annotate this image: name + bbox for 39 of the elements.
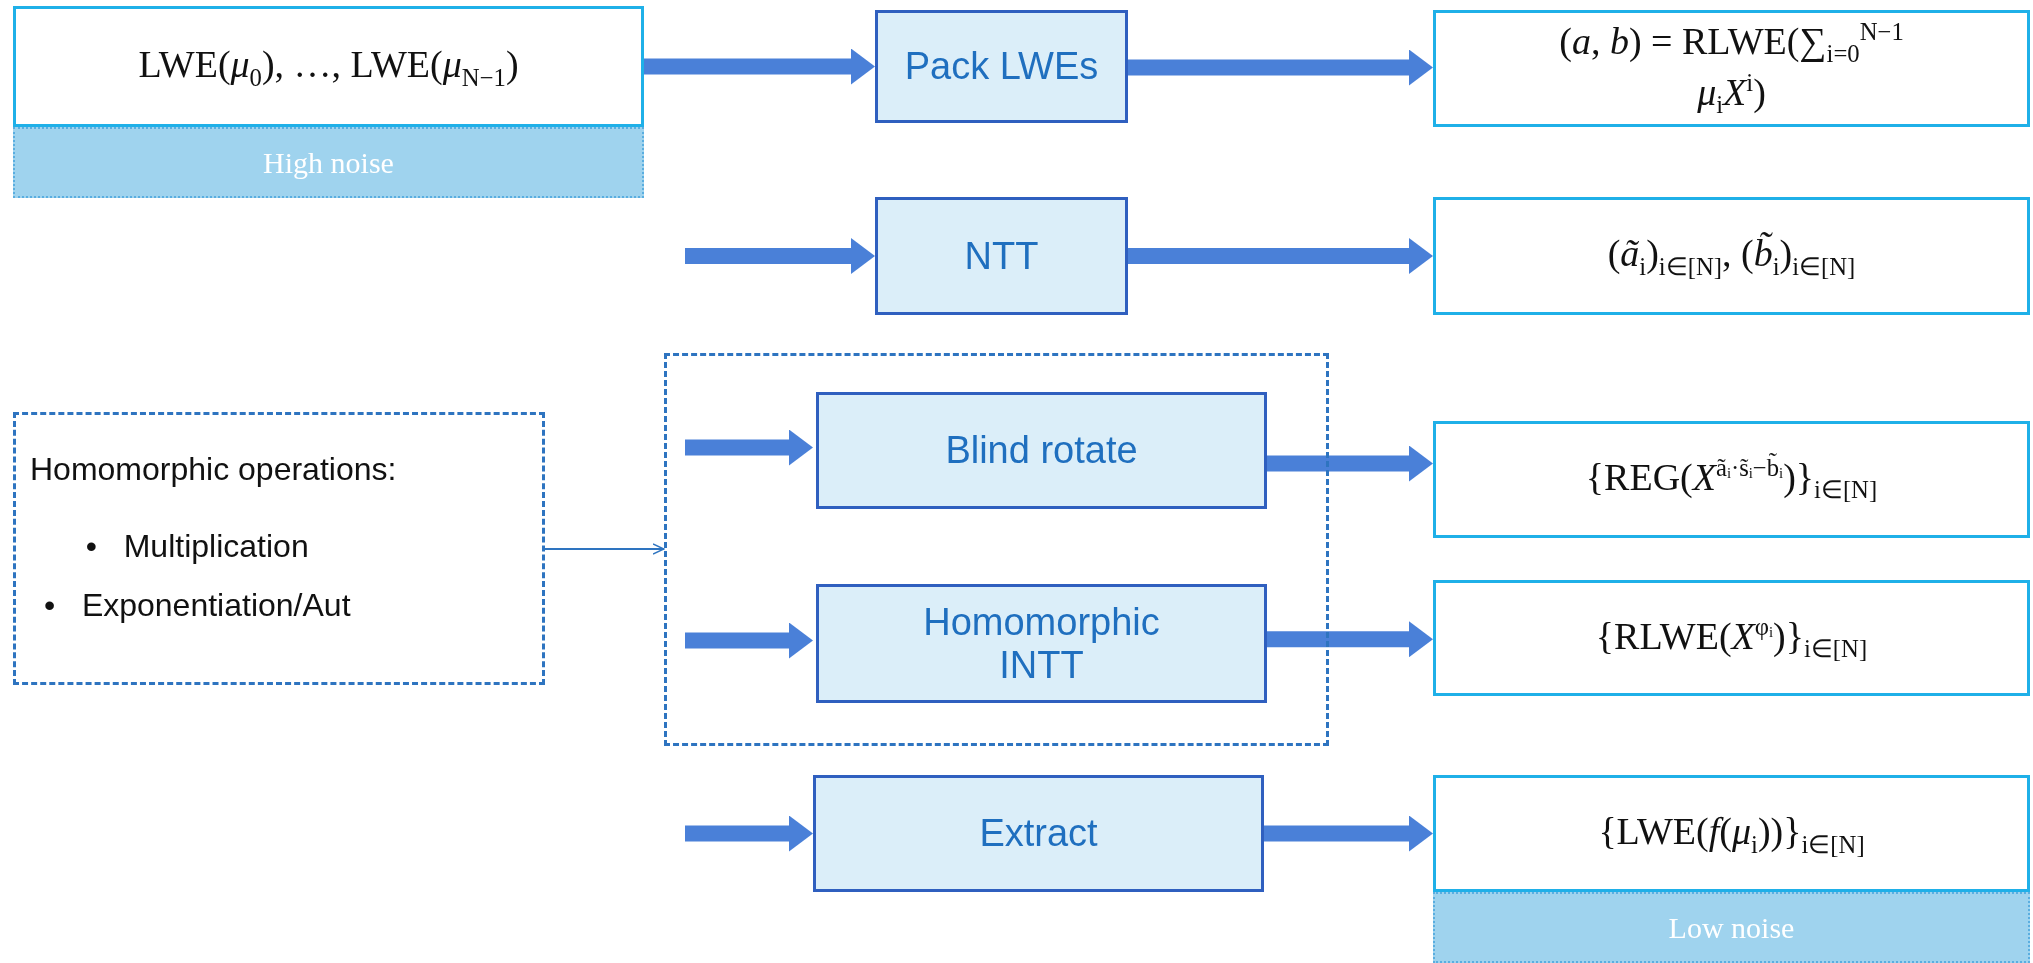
process-box [813,775,1264,892]
process-label: NTT [964,234,1039,278]
output-box [1433,580,2030,696]
formula-text: {LWE(f(μ$_{i}$))}$_{i∈[N]}$ [1598,808,1865,859]
arrow [544,543,665,555]
note-box [13,412,545,685]
noise-band [13,127,644,198]
process-label: Blind rotate [945,429,1138,472]
output-box [1433,775,2030,892]
formula-text: (ã$_{i}$)$_{i∈[N]}$, (b̃$_{i}$)$_{i∈[N]}$ [1607,231,1856,281]
process-box [816,392,1267,509]
arrow [1128,238,1433,274]
output-box [1433,421,2030,538]
list-item: • Multiplication [84,528,310,565]
process-label: Homomorphic INTT [922,600,1161,687]
arrow [685,622,813,659]
process-box [875,197,1128,315]
formula-text: {RLWE(X$^{φᵢ}$)}$_{i∈[N]}$ [1595,612,1868,664]
arrow [685,429,813,466]
dashed-group-box [664,353,1329,746]
arrow [1264,815,1433,852]
arrow [685,238,875,274]
band-label: High noise [263,145,394,180]
arrow [1128,49,1433,86]
formula-text: {REG(X$^{ãᵢ·s̃ᵢ−b̃ᵢ}$)}$_{i∈[N]}$ [1585,454,1878,505]
output-box [1433,10,2030,127]
process-label: Extract [979,812,1098,855]
process-box [875,10,1128,123]
arrow [644,48,875,85]
band-label: Low noise [1668,910,1795,945]
heading-text: Homomorphic operations: [30,451,397,488]
arrow [685,815,813,852]
output-box [1433,197,2030,315]
input-box [13,6,644,127]
noise-band [1433,892,2030,963]
process-label: Pack LWEs [904,45,1099,88]
formula-text: LWE(μ$_{0}$), …, LWE(μ$_{N−1}$) [138,41,519,92]
list-item: • Exponentiation/Aut [44,587,351,624]
process-box [816,584,1267,703]
